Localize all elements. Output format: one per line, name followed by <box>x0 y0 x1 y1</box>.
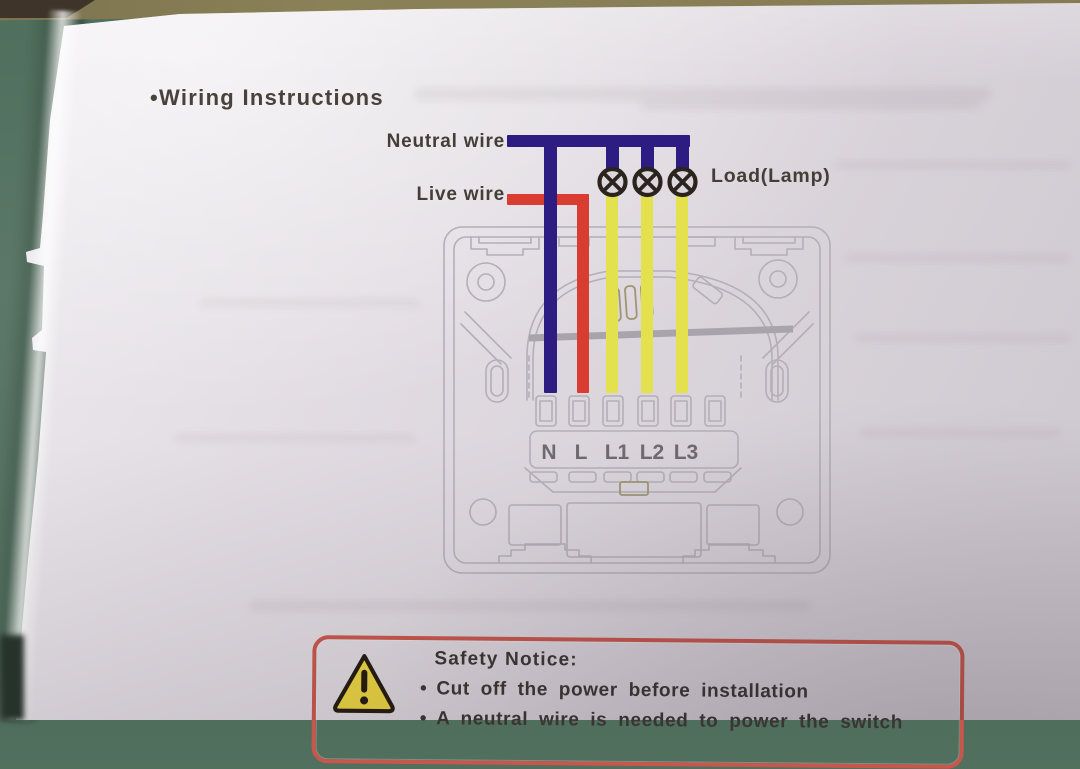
bullet-icon: • <box>420 678 428 700</box>
safety-notice-box: Safety Notice: • Cut off the power befor… <box>311 635 965 769</box>
neutral-stub-lamp3 <box>676 141 689 171</box>
paper-streak <box>835 162 1070 168</box>
title-text: Wiring Instructions <box>159 85 384 110</box>
terminal-labels: N L L1 L2 L3 <box>541 441 698 464</box>
section-title: •Wiring Instructions <box>150 85 384 111</box>
bullet-icon: • <box>419 708 428 730</box>
safety-notice-text: Safety Notice: • Cut off the power befor… <box>420 646 904 742</box>
lamp-symbols <box>597 166 698 198</box>
mounting-bar-line <box>528 325 794 342</box>
safety-notice-heading: Safety Notice: <box>434 648 578 671</box>
load-wire-3 <box>676 192 688 393</box>
load-lamp-label: Load(Lamp) <box>711 165 831 187</box>
neutral-stub-lamp2 <box>641 141 654 171</box>
live-wire-label: Live wire <box>416 184 505 205</box>
neutral-wire-drop-to-N <box>544 135 557 393</box>
safety-notice-item-text: A neutral wire is needed to power the sw… <box>436 708 904 734</box>
paper-streak <box>860 430 1060 436</box>
center-clip <box>619 481 649 496</box>
paper-streak <box>200 300 420 306</box>
paper-streak <box>640 101 980 109</box>
paper-streak <box>175 435 415 441</box>
load-wire-1 <box>606 192 618 393</box>
load-wire-2 <box>641 192 653 393</box>
terminal-label-n: N <box>541 441 556 464</box>
terminal-label-l2: L2 <box>640 441 665 464</box>
title-bullet: • <box>150 85 160 110</box>
terminal-blocks <box>535 395 726 427</box>
switch-rear-diagram: N L L1 L2 L3 <box>443 226 831 574</box>
terminal-label-l1: L1 <box>605 441 630 464</box>
safety-notice-item: • Cut off the power before installation <box>420 678 903 704</box>
safety-notice-item: • A neutral wire is needed to power the … <box>420 708 903 734</box>
paper-streak <box>845 255 1070 261</box>
live-wire-drop-to-L <box>577 194 589 393</box>
paper-streak <box>415 88 990 100</box>
neutral-wire-label: Neutral wire <box>386 131 505 152</box>
safety-notice-item-text: Cut off the power before installation <box>436 678 809 703</box>
lamp-cross-marks <box>602 172 693 192</box>
neutral-stub-lamp1 <box>606 141 619 171</box>
paper-streak <box>250 602 810 610</box>
terminal-label-l: L <box>575 441 588 464</box>
neutral-wire-horizontal <box>507 135 690 147</box>
paper-streak <box>855 335 1070 341</box>
bottom-left-shadow <box>0 635 24 720</box>
warning-triangle-icon <box>333 654 395 714</box>
terminal-label-l3: L3 <box>674 441 699 464</box>
switch-outline-art <box>443 226 831 574</box>
